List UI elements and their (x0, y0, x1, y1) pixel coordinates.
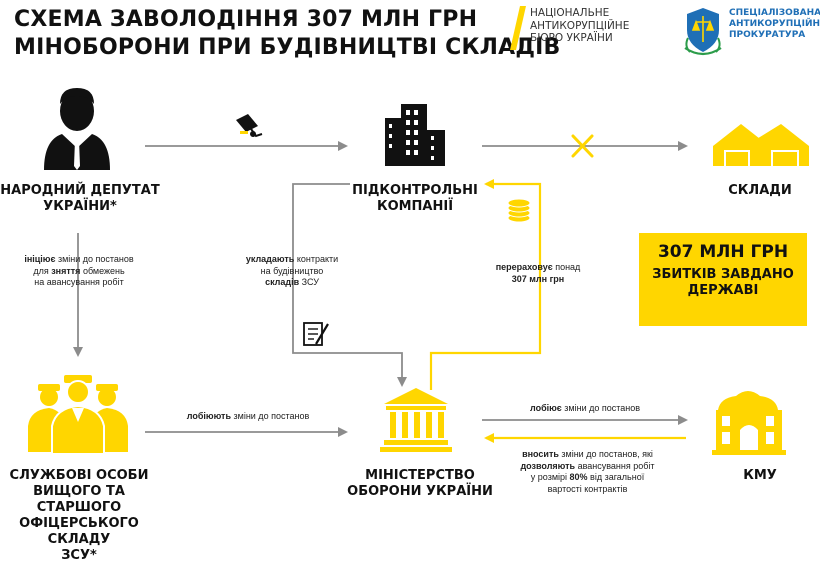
prosecutor-logo: СПЕЦІАЛІЗОВАНА АНТИКОРУПЦІЙНА ПРОКУРАТУР… (682, 6, 820, 62)
note-line: ініціює зміни до постанов (14, 254, 144, 266)
nabu-logo-mark-icon (510, 6, 526, 50)
diagram-connectors (28, 88, 809, 455)
government-building-icon (712, 391, 786, 455)
nabu-text-3: БЮРО УКРАЇНИ (530, 32, 613, 44)
companies-label: ПІДКОНТРОЛЬНІ КОМПАНІЇ (340, 183, 490, 215)
note-run: зміни до постанов, які (558, 449, 653, 459)
kmu-label: КМУ (705, 468, 815, 484)
arrow-ministry-to-companies (429, 179, 542, 390)
note-bold-run: зняття (51, 265, 81, 276)
page-title: СХЕМА ЗАВОЛОДІННЯ 307 МЛН ГРН МІНОБОРОНИ… (14, 6, 561, 62)
prosecutor-text-3: ПРОКУРАТУРА (729, 30, 806, 40)
deputy-label-line-2: УКРАЇНИ* (43, 199, 117, 214)
note-line: складів ЗСУ (232, 277, 352, 289)
officials-label-line-1: СЛУЖБОВІ ОСОБИ (9, 468, 149, 483)
officials-label-line-2: ВИЩОГО ТА СТАРШОГО (33, 484, 125, 515)
nabu-text-1: НАЦІОНАЛЬНЕ (530, 7, 610, 19)
officials-label-line-3: ОФІЦЕРСЬКОГО СКЛАДУ (19, 516, 139, 547)
prosecutor-emblem-icon (684, 8, 722, 56)
damage-box: 307 МЛН ГРН ЗБИТКІВ ЗАВДАНО ДЕРЖАВІ (639, 233, 807, 326)
note-line: на будівництво (232, 266, 352, 278)
soldiers-group-icon (28, 375, 128, 455)
businessman-icon (44, 88, 110, 170)
note-line: для зняття обмежень (14, 266, 144, 278)
title-line-1: СХЕМА ЗАВОЛОДІННЯ 307 МЛН ГРН (14, 7, 478, 32)
note-run: авансування робіт (575, 460, 655, 471)
note-bold-run: дозволяють (520, 460, 576, 471)
ministry-building-icon (380, 388, 452, 452)
damage-line-2: ДЕРЖАВІ (687, 283, 759, 298)
officials-label: СЛУЖБОВІ ОСОБИ ВИЩОГО ТА СТАРШОГО ОФІЦЕР… (0, 468, 158, 564)
note-bold-run: укладають (245, 254, 295, 264)
note-lobby-ministry: лобіює зміни до постанов (485, 403, 685, 415)
note-bold-run: ініціює (24, 254, 56, 264)
contract-signing-icon (303, 322, 329, 346)
note-run: на авансування робіт (34, 277, 124, 287)
warehouses-label: СКЛАДИ (705, 183, 815, 199)
note-line: укладають контракти (232, 254, 352, 266)
prosecutor-text-1: СПЕЦІАЛІЗОВАНА (729, 8, 820, 18)
note-bold-run: 307 млн грн (511, 273, 565, 284)
office-building-icon (385, 104, 445, 166)
cctv-camera-icon (236, 114, 263, 138)
officials-label-line-4: ЗСУ* (61, 548, 97, 563)
note-run: від загальної (587, 472, 645, 482)
note-bold-run: складів (265, 277, 300, 287)
note-run: зміни до постанов (231, 411, 310, 421)
note-line: 307 млн грн (478, 274, 598, 286)
arrow-companies-to-ministry (292, 183, 407, 387)
note-run: для (33, 265, 52, 276)
damage-amount: 307 МЛН ГРН (657, 242, 789, 262)
note-run: у розмірі (530, 472, 570, 482)
warehouses-label-text: СКЛАДИ (728, 183, 792, 198)
title-line-2: МІНОБОРОНИ ПРИ БУДІВНИЦТВІ СКЛАДІВ (14, 35, 561, 60)
kmu-label-text: КМУ (743, 468, 777, 483)
note-bold-run: лобіює (529, 403, 562, 413)
note-run: контракти (294, 254, 339, 264)
nabu-logo: НАЦІОНАЛЬНЕ АНТИКОРУПЦІЙНЕ БЮРО УКРАЇНИ (510, 6, 650, 50)
note-line: перераховує понад (478, 262, 598, 274)
note-bold-run: вносить (522, 449, 559, 459)
ministry-label-line-1: МІНІСТЕРСТВО (365, 468, 475, 483)
note-run: на будівництво (260, 265, 324, 276)
note-line: на авансування робіт (14, 277, 144, 289)
note-bold-run: перераховує (495, 262, 553, 272)
prosecutor-text-2: АНТИКОРУПЦІЙНА (729, 19, 820, 29)
deputy-label-line-1: НАРОДНИЙ ДЕПУТАТ (0, 183, 160, 198)
note-run: зміни до постанов (55, 254, 134, 264)
note-line: дозволяють авансування робіт (495, 461, 680, 473)
note-lobby-officials: лобіюють зміни до постанов (148, 411, 348, 423)
note-line: у розмірі 80% від загальної (495, 472, 680, 484)
coins-stack-icon (507, 198, 531, 223)
cross-mark-icon (571, 134, 594, 158)
note-bold-run: 80% (569, 472, 588, 482)
warehouse-icon (713, 124, 809, 166)
companies-label-line-2: КОМПАНІЇ (376, 199, 454, 214)
note-bold-run: лобіюють (186, 411, 231, 421)
companies-label-line-1: ПІДКОНТРОЛЬНІ (352, 183, 478, 198)
note-run: понад (552, 262, 581, 272)
note-run: ЗСУ (299, 277, 319, 287)
damage-line-1: ЗБИТКІВ ЗАВДАНО (652, 267, 794, 282)
ministry-label-line-2: ОБОРОНИ УКРАЇНИ (347, 484, 493, 499)
note-run: зміни до постанов (561, 403, 641, 413)
note-run: вартості контрактів (547, 483, 628, 494)
note-line: лобіює зміни до постанов (485, 403, 685, 415)
nabu-text-2: АНТИКОРУПЦІЙНЕ (530, 19, 630, 32)
note-line: вартості контрактів (495, 484, 680, 496)
ministry-label: МІНІСТЕРСТВО ОБОРОНИ УКРАЇНИ (340, 468, 500, 500)
deputy-label: НАРОДНИЙ ДЕПУТАТ УКРАЇНИ* (0, 183, 160, 215)
note-run: обмежень (80, 265, 125, 276)
note-line: лобіюють зміни до постанов (148, 411, 348, 423)
note-line: вносить зміни до постанов, які (495, 449, 680, 461)
